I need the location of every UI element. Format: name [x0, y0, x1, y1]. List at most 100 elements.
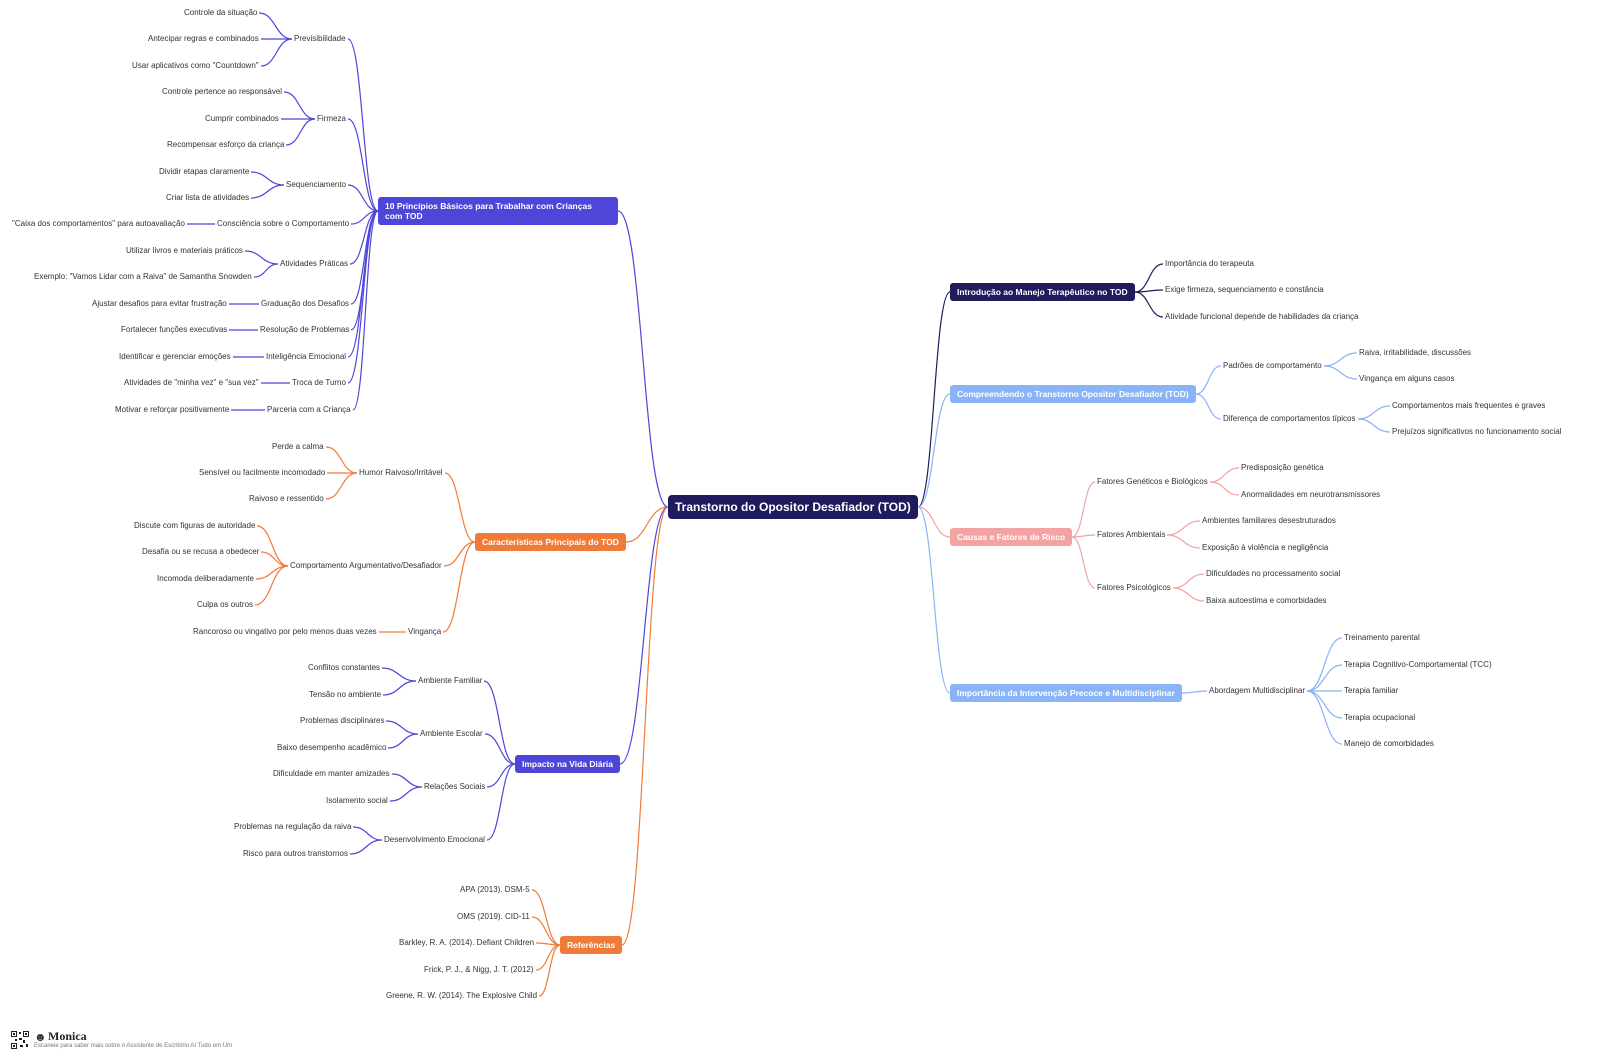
understanding-item[interactable]: Comportamentos mais frequentes e graves	[1390, 401, 1548, 411]
causes-item[interactable]: Ambientes familiares desestruturados	[1200, 516, 1338, 526]
branch-intro[interactable]: Introdução ao Manejo Terapêutico no TOD	[950, 283, 1135, 302]
principle-item[interactable]: Cumprir combinados	[203, 114, 281, 124]
causes-group[interactable]: Fatores Psicológicos	[1095, 583, 1173, 593]
characteristic-item[interactable]: Culpa os outros	[195, 600, 256, 610]
impact-item[interactable]: Baixo desempenho acadêmico	[275, 743, 389, 753]
causes-item[interactable]: Anormalidades em neurotransmissores	[1239, 490, 1383, 500]
intervention-item[interactable]: Treinamento parental	[1342, 633, 1422, 643]
connector-line	[350, 210, 379, 305]
intervention-item[interactable]: Manejo de comorbidades	[1342, 739, 1436, 749]
connector-line	[1195, 365, 1222, 395]
characteristic-item[interactable]: Rancoroso ou vingativo por pelo menos du…	[191, 627, 379, 637]
principle-item[interactable]: Controle pertence ao responsável	[160, 87, 285, 97]
reference-item[interactable]: Frick, P. J., & Nigg, J. T. (2012)	[422, 965, 536, 975]
intro-item[interactable]: Atividade funcional depende de habilidad…	[1163, 312, 1361, 322]
branch-causes[interactable]: Causas e Fatores de Risco	[950, 528, 1073, 547]
principle-item[interactable]: "Caixa dos comportamentos" para autoaval…	[10, 219, 187, 229]
connector-line	[325, 472, 358, 500]
impact-group[interactable]: Desenvolvimento Emocional	[382, 835, 487, 845]
impact-item[interactable]: Risco para outros transtornos	[241, 849, 350, 859]
understanding-item[interactable]: Prejuízos significativos no funcionament…	[1390, 427, 1564, 437]
causes-item[interactable]: Exposição à violência e negligência	[1200, 543, 1331, 553]
causes-group[interactable]: Fatores Ambientais	[1095, 530, 1168, 540]
principle-item[interactable]: Antecipar regras e combinados	[146, 34, 261, 44]
principle-group[interactable]: Parceria com a Criança	[265, 405, 353, 415]
principle-item[interactable]: Fortalecer funções executivas	[119, 325, 230, 335]
impact-group[interactable]: Ambiente Familiar	[416, 676, 485, 686]
principle-item[interactable]: Dividir etapas claramente	[157, 167, 252, 177]
intervention-item[interactable]: Terapia Cognitivo-Comportamental (TCC)	[1342, 660, 1494, 670]
intervention-item[interactable]: Terapia ocupacional	[1342, 713, 1418, 723]
causes-item[interactable]: Dificuldades no processamento social	[1204, 569, 1343, 579]
understanding-group[interactable]: Diferença de comportamentos típicos	[1221, 414, 1358, 424]
principle-group[interactable]: Consciência sobre o Comportamento	[215, 219, 352, 229]
reference-item[interactable]: OMS (2019). CID-11	[455, 912, 532, 922]
impact-item[interactable]: Problemas disciplinares	[298, 716, 387, 726]
principle-item[interactable]: Usar aplicativos como "Countdown"	[130, 61, 261, 71]
impact-group[interactable]: Ambiente Escolar	[418, 729, 485, 739]
impact-item[interactable]: Dificuldade em manter amizades	[271, 769, 392, 779]
connector-line	[443, 541, 476, 567]
intervention-group[interactable]: Abordagem Multidisciplinar	[1207, 686, 1308, 696]
characteristic-item[interactable]: Incomoda deliberadamente	[155, 574, 256, 584]
principle-item[interactable]: Identificar e gerenciar emoções	[117, 352, 233, 362]
principle-item[interactable]: Recompensar esforço da criança	[165, 140, 287, 150]
characteristic-group[interactable]: Vingança	[406, 627, 444, 637]
principle-item[interactable]: Criar lista de atividades	[164, 193, 252, 203]
principle-group[interactable]: Resolução de Problemas	[258, 325, 352, 335]
intro-item[interactable]: Importância do terapeuta	[1163, 259, 1256, 269]
principle-group[interactable]: Graduação dos Desafios	[259, 299, 352, 309]
understanding-item[interactable]: Vingança em alguns casos	[1357, 374, 1457, 384]
understanding-group[interactable]: Padrões de comportamento	[1221, 361, 1324, 371]
connector-line	[1306, 690, 1343, 745]
characteristic-group[interactable]: Comportamento Argumentativo/Desafiador	[288, 561, 444, 571]
principle-group[interactable]: Inteligência Emocional	[264, 352, 349, 362]
impact-item[interactable]: Isolamento social	[324, 796, 390, 806]
connector-line	[285, 118, 316, 146]
branch-impact[interactable]: Impacto na Vida Diária	[515, 755, 621, 774]
branch-intervention[interactable]: Importância da Intervenção Precoce e Mul…	[950, 684, 1182, 703]
principle-group[interactable]: Troca de Turno	[290, 378, 348, 388]
reference-item[interactable]: Barkley, R. A. (2014). Defiant Children	[397, 938, 537, 948]
branch-understanding[interactable]: Compreendendo o Transtorno Opositor Desa…	[950, 385, 1196, 404]
connector-line	[385, 720, 419, 735]
principle-item[interactable]: Utilizar livros e materiais práticos	[124, 246, 245, 256]
principle-item[interactable]: Motivar e reforçar positivamente	[113, 405, 232, 415]
impact-group[interactable]: Relações Sociais	[422, 782, 488, 792]
principle-item[interactable]: Controle da situação	[182, 8, 260, 18]
characteristic-item[interactable]: Raivoso e ressentido	[247, 494, 326, 504]
impact-item[interactable]: Conflitos constantes	[306, 663, 383, 673]
principle-item[interactable]: Atividades de "minha vez" e "sua vez"	[122, 378, 261, 388]
characteristic-group[interactable]: Humor Raivoso/Irritável	[357, 468, 445, 478]
understanding-item[interactable]: Raiva, irritabilidade, discussões	[1357, 348, 1474, 358]
intervention-item[interactable]: Terapia familiar	[1342, 686, 1401, 696]
intro-item[interactable]: Exige firmeza, sequenciamento e constânc…	[1163, 285, 1326, 295]
branch-references[interactable]: Referências	[560, 936, 623, 955]
impact-item[interactable]: Problemas na regulação da raiva	[232, 822, 354, 832]
connector-line	[917, 291, 951, 508]
principle-item[interactable]: Ajustar desafios para evitar frustração	[90, 299, 229, 309]
characteristic-item[interactable]: Sensível ou facilmente incomodado	[197, 468, 328, 478]
causes-item[interactable]: Baixa autoestima e comorbidades	[1204, 596, 1329, 606]
causes-group[interactable]: Fatores Genéticos e Biológicos	[1095, 477, 1210, 487]
impact-item[interactable]: Tensão no ambiente	[307, 690, 384, 700]
connector-line	[483, 680, 516, 765]
branch-characteristics[interactable]: Características Principais do TOD	[475, 533, 626, 552]
connector-line	[258, 12, 293, 40]
principle-group[interactable]: Firmeza	[315, 114, 348, 124]
characteristic-item[interactable]: Desafia ou se recusa a obedecer	[140, 547, 262, 557]
characteristic-item[interactable]: Perde a calma	[270, 442, 326, 452]
connector-line	[442, 541, 476, 633]
connector-line	[1357, 405, 1391, 420]
principle-group[interactable]: Atividades Práticas	[278, 259, 351, 269]
causes-item[interactable]: Predisposição genética	[1239, 463, 1326, 473]
connector-line	[250, 184, 285, 199]
characteristic-item[interactable]: Discute com figuras de autoridade	[132, 521, 258, 531]
root-node[interactable]: Transtorno do Opositor Desafiador (TOD)	[668, 495, 918, 520]
reference-item[interactable]: APA (2013). DSM-5	[458, 885, 532, 895]
principle-item[interactable]: Exemplo: "Vamos Lidar com a Raiva" de Sa…	[32, 272, 254, 282]
principle-group[interactable]: Previsibilidade	[292, 34, 348, 44]
reference-item[interactable]: Greene, R. W. (2014). The Explosive Chil…	[384, 991, 540, 1001]
branch-principles[interactable]: 10 Princípios Básicos para Trabalhar com…	[378, 197, 618, 226]
principle-group[interactable]: Sequenciamento	[284, 180, 349, 190]
